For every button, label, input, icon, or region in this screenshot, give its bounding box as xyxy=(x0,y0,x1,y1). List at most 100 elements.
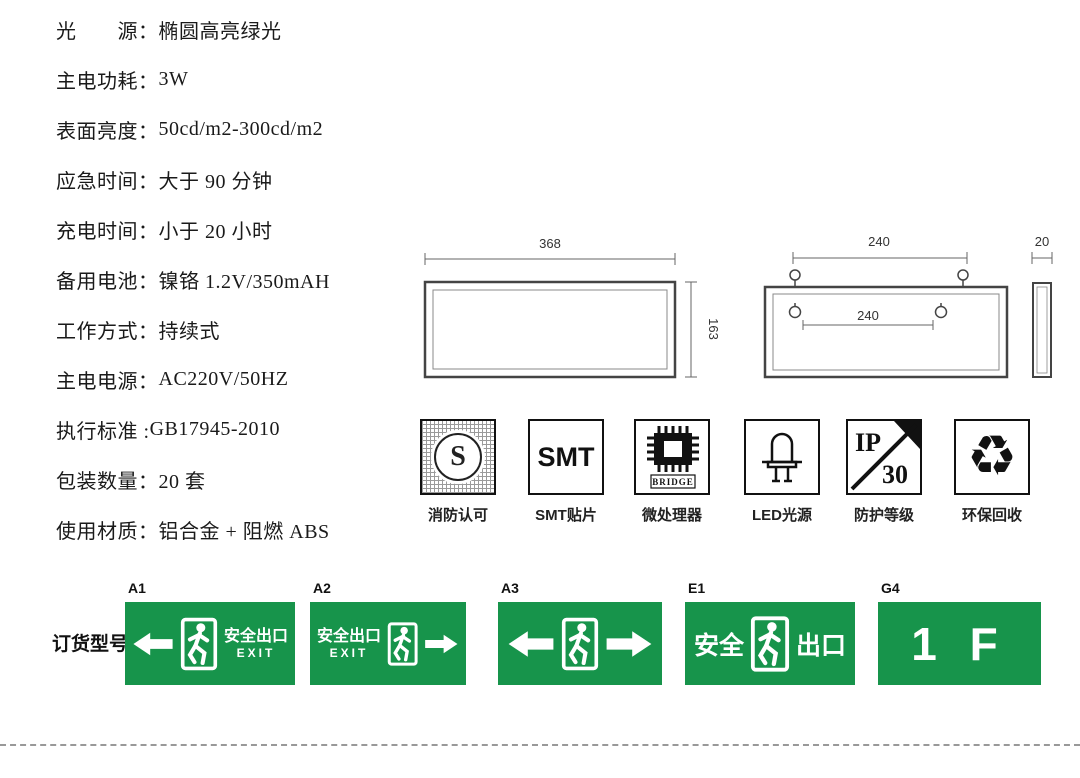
hole-spacing-dim-line xyxy=(802,320,934,330)
safe-text: 安全 xyxy=(693,631,744,660)
cert-ip-rating: IP 30 防护等级 xyxy=(846,419,922,525)
side-outline xyxy=(763,285,1009,379)
thickness-dim-line xyxy=(1031,252,1053,264)
cert-label: 环保回收 xyxy=(961,507,1022,524)
cert-led: LED光源 xyxy=(744,419,820,525)
arrow-left-icon xyxy=(508,630,554,657)
arrow-left-icon xyxy=(133,632,173,655)
side-width-dim-line xyxy=(792,252,968,264)
model-code: A3 xyxy=(501,580,519,596)
spec-row-package-qty: 包装数量： 20 套 xyxy=(56,454,330,504)
spec-row-work-mode: 工作方式： 持续式 xyxy=(56,304,330,354)
spec-label: 光 源： xyxy=(56,20,159,43)
spec-row-emergency-time: 应急时间： 大于 90 分钟 xyxy=(56,154,330,204)
exit-man-icon xyxy=(750,615,790,672)
edge-view-drawing: 20 xyxy=(1031,234,1053,378)
safe-exit-en: EXIT xyxy=(329,645,369,660)
chip-pins xyxy=(647,426,699,472)
front-width-dim-line xyxy=(424,253,676,265)
spec-label: 工作方式： xyxy=(56,320,159,343)
exit-man-icon xyxy=(387,621,418,666)
spec-value: GB17945-2010 xyxy=(149,417,281,440)
spec-label: 主电电源： xyxy=(56,370,159,393)
spec-value: 小于 20 小时 xyxy=(158,220,273,243)
cert-label: 消防认可 xyxy=(427,507,488,524)
spec-row-mains: 主电电源： AC220V/50HZ xyxy=(56,354,330,404)
led-icon-box xyxy=(744,419,820,495)
ip-text: IP xyxy=(855,428,881,457)
smt-mark-text: SMT xyxy=(537,441,595,472)
ip-value: 30 xyxy=(882,460,908,489)
model-g4: G4 1 F xyxy=(878,580,1041,685)
spec-value: 20 套 xyxy=(158,470,206,493)
edge-outline xyxy=(1032,282,1052,378)
exit-man-icon xyxy=(561,617,599,670)
spec-label: 包装数量： xyxy=(56,470,159,493)
chip-icon: BRIDGE xyxy=(647,426,699,489)
cert-microprocessor: BRIDGE 微处理器 xyxy=(634,419,710,525)
spec-list: 光 源： 椭圆高亮绿光 主电功耗： 3W 表面亮度： 50cd/m2-300cd… xyxy=(56,4,330,554)
floor-text: 1 F xyxy=(911,617,1008,670)
side-inner-outline xyxy=(772,293,1000,371)
diagonal-stripe xyxy=(850,423,918,491)
exit-man-icon xyxy=(180,617,218,670)
spec-label: 备用电池： xyxy=(56,270,159,293)
spec-row-charge-time: 充电时间： 小于 20 小时 xyxy=(56,204,330,254)
fire-approval-icon: S xyxy=(420,419,496,495)
spec-row-material: 使用材质： 铝合金 + 阻燃 ABS xyxy=(56,504,330,554)
front-height-dim-line xyxy=(685,281,697,378)
spec-row-battery: 备用电池： 镍铬 1.2V/350mAH xyxy=(56,254,330,304)
spec-row-brightness: 表面亮度： 50cd/m2-300cd/m2 xyxy=(56,104,330,154)
model-code: E1 xyxy=(688,580,706,596)
spec-value: 铝合金 + 阻燃 ABS xyxy=(158,520,330,543)
fire-approval-letter: S xyxy=(450,441,466,472)
model-a2: A2 安全出口 EXIT xyxy=(310,580,466,685)
model-code: A2 xyxy=(313,580,331,596)
spec-value: 50cd/m2-300cd/m2 xyxy=(158,117,324,140)
spec-label: 主电功耗： xyxy=(56,70,159,93)
ip-rating-icon: IP 30 xyxy=(846,419,922,495)
led-icon xyxy=(762,432,802,483)
safe-exit-cn: 安全出口 xyxy=(317,627,382,645)
dashed-separator xyxy=(0,744,1080,746)
exit-text: 出口 xyxy=(796,631,847,660)
exit-sign-a3 xyxy=(498,602,662,685)
bridge-frame xyxy=(650,474,696,489)
edge-inner-outline xyxy=(1036,286,1048,374)
side-width-dim: 240 xyxy=(868,234,890,249)
spec-value: 大于 90 分钟 xyxy=(158,170,273,193)
spec-label: 应急时间： xyxy=(56,170,159,193)
cert-label: LED光源 xyxy=(751,507,812,524)
smt-icon: SMT xyxy=(528,419,604,495)
arrow-right-icon xyxy=(425,634,458,653)
arrow-right-icon xyxy=(606,630,652,657)
cert-label: SMT贴片 xyxy=(535,507,597,524)
front-height-dim: 163 xyxy=(706,318,721,340)
front-view-drawing: 368 163 xyxy=(423,236,721,379)
front-inner-outline xyxy=(432,289,668,370)
front-width-dim: 368 xyxy=(539,236,561,251)
fire-approval-mark: S xyxy=(434,433,482,481)
model-a1: A1 安全出口 EXIT xyxy=(125,580,295,685)
spec-value: 3W xyxy=(158,67,189,90)
model-a3: A3 xyxy=(498,580,662,685)
mounting-hooks xyxy=(789,269,969,287)
spec-row-light-source: 光 源： 椭圆高亮绿光 xyxy=(56,4,330,54)
spec-value: AC220V/50HZ xyxy=(158,367,289,390)
safe-exit-cn: 安全出口 xyxy=(224,627,289,645)
safe-exit-en: EXIT xyxy=(236,645,276,660)
order-model-label: 订货型号： xyxy=(52,634,148,655)
floor-sign-g4: 1 F xyxy=(878,602,1041,685)
model-code: G4 xyxy=(881,580,900,596)
spec-label: 执行标准 : xyxy=(56,420,150,443)
thickness-dim: 20 xyxy=(1035,234,1049,249)
bridge-text: BRIDGE xyxy=(652,477,694,487)
spec-value: 椭圆高亮绿光 xyxy=(158,20,282,43)
chip-core xyxy=(664,441,682,457)
cert-recycle: ♻ 环保回收 xyxy=(954,419,1030,525)
cert-fire-approval: S 消防认可 xyxy=(420,419,496,525)
spec-value: 镍铬 1.2V/350mAH xyxy=(158,270,330,293)
spec-label: 使用材质： xyxy=(56,520,159,543)
sign-text: 安全出口 EXIT xyxy=(224,627,288,661)
